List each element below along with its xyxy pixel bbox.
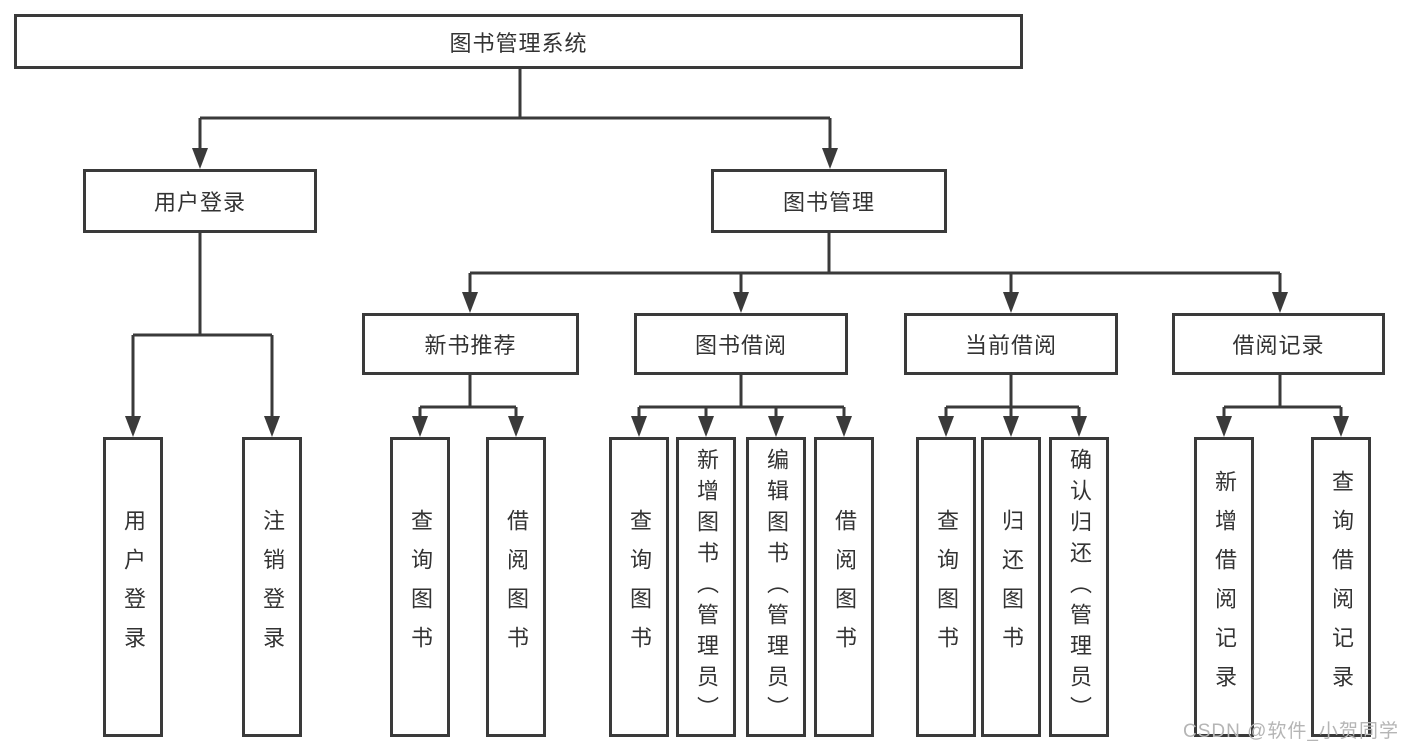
node-library-system: 图书管理系统	[14, 14, 1023, 69]
node-label: 查询图书	[408, 509, 433, 665]
leaf-query-books-current: 查询图书	[916, 437, 976, 737]
node-label: 查询图书	[934, 509, 959, 665]
leaf-add-books-admin: 新增图书（管理员）	[676, 437, 736, 737]
leaf-query-borrow-record: 查询借阅记录	[1311, 437, 1371, 737]
watermark: CSDN @软件_小贺同学	[1183, 721, 1399, 742]
node-user-login: 用户登录	[83, 169, 317, 233]
node-label: 借阅记录	[1232, 333, 1325, 358]
node-label: 当前借阅	[964, 333, 1057, 358]
node-new-book-recommendation: 新书推荐	[362, 313, 579, 375]
node-label: 借阅图书	[504, 509, 529, 665]
leaf-logout: 注销登录	[242, 437, 302, 737]
node-label: 编辑图书（管理员）	[764, 447, 789, 727]
node-label: 借阅图书	[832, 509, 857, 665]
node-label: 新增借阅记录	[1212, 470, 1237, 704]
node-current-borrowing: 当前借阅	[904, 313, 1118, 375]
leaf-confirm-return-admin: 确认归还（管理员）	[1049, 437, 1109, 737]
node-label: 查询借阅记录	[1329, 470, 1354, 704]
leaf-edit-books-admin: 编辑图书（管理员）	[746, 437, 806, 737]
node-label: 确认归还（管理员）	[1067, 447, 1092, 727]
node-borrowing-records: 借阅记录	[1172, 313, 1385, 375]
node-label: 图书借阅	[694, 333, 787, 358]
node-label: 图书管理系统	[449, 30, 588, 56]
node-label: 归还图书	[999, 509, 1024, 665]
leaf-user-login: 用户登录	[103, 437, 163, 737]
leaf-borrow-books-recommend: 借阅图书	[486, 437, 546, 737]
node-label: 用户登录	[153, 190, 246, 215]
node-label: 新书推荐	[424, 333, 517, 358]
node-label: 新增图书（管理员）	[694, 447, 719, 727]
leaf-query-books-recommend: 查询图书	[390, 437, 450, 737]
node-book-management: 图书管理	[711, 169, 947, 233]
node-label: 注销登录	[260, 509, 285, 665]
leaf-query-books-borrowing: 查询图书	[609, 437, 669, 737]
leaf-return-books: 归还图书	[981, 437, 1041, 737]
node-label: 图书管理	[782, 190, 875, 215]
node-book-borrowing: 图书借阅	[634, 313, 848, 375]
node-label: 用户登录	[121, 509, 146, 665]
leaf-add-borrow-record: 新增借阅记录	[1194, 437, 1254, 737]
node-label: 查询图书	[627, 509, 652, 665]
leaf-borrow-books-borrowing: 借阅图书	[814, 437, 874, 737]
